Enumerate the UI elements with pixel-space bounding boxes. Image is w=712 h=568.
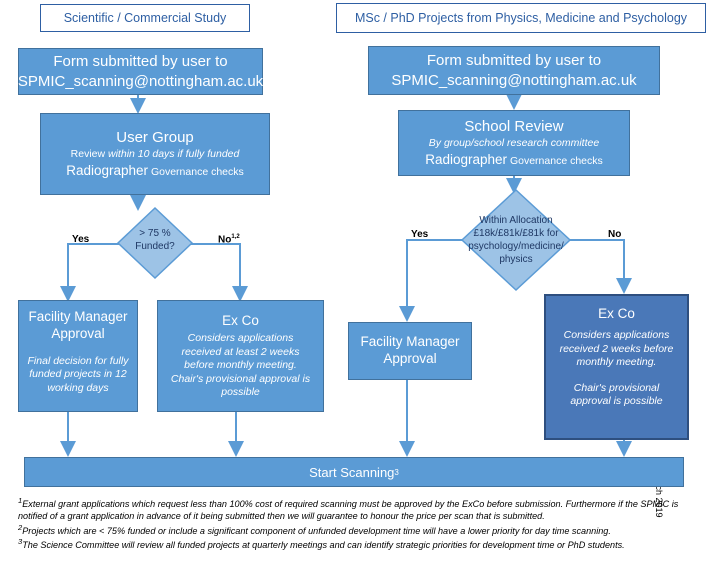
left-review-rest: Governance checks [148,165,244,178]
left-review-a: Review [70,147,109,160]
footnote-3: 3The Science Committee will review all f… [18,537,694,551]
left-review-box: User Group Review within 10 days if full… [40,113,270,195]
footnote-1: 1External grant applications which reque… [18,496,694,523]
decision-diamond-right [460,188,572,292]
right-review-sub: By group/school research committee [428,136,600,149]
left-no-text: No [218,234,232,246]
right-form-line2: SPMIC_scanning@nottingham.ac.uk [391,71,637,89]
right-decision-label: Within Allocation £18k/£81k/£81k for psy… [468,215,564,265]
start-scanning-sup: 3 [394,467,399,477]
footnote-1-text: External grant applications which reques… [18,499,679,522]
footnote-2-sup: 2 [18,522,23,532]
right-exco-text: Considers applications received 2 weeks … [559,328,674,369]
footnote-3-sup: 3 [18,537,23,547]
header-right-label: MSc / PhD Projects from Physics, Medicin… [354,11,688,25]
right-exco-box: Ex Co Considers applications received 2 … [544,294,689,440]
right-facility-box: Facility Manager Approval [348,322,472,380]
left-review-b: within 10 days if fully funded [108,147,240,160]
right-review-box: School Review By group/school research c… [398,110,630,176]
left-no-sup: 1,2 [231,234,240,240]
right-review-bold: Radiographer [425,151,508,167]
left-facility-box: Facility Manager Approval Final decision… [18,300,138,412]
footnote-2: 2Projects which are < 75% funded or incl… [18,523,694,537]
right-no-label: No [608,229,622,240]
left-form-line1: Form submitted by user to [53,53,228,70]
left-form-box: Form submitted by user to SPMIC_scanning… [18,48,263,95]
start-scanning-label: Start Scanning [309,464,395,480]
left-decision-label: > 75 % Funded? [135,228,175,252]
left-review-bold: Radiographer [66,162,149,178]
left-exco-text: Considers applications received at least… [181,331,300,372]
right-form-line1: Form submitted by user to [426,52,602,69]
left-yes-label: Yes [72,234,90,245]
footnote-1-sup: 1 [18,496,23,505]
footnote-2-text: Projects which are < 75% funded or inclu… [22,525,611,536]
header-left: Scientific / Commercial Study [40,4,250,32]
left-form-line2: SPMIC_scanning@nottingham.ac.uk [17,72,264,90]
header-left-label: Scientific / Commercial Study [63,11,227,25]
right-yes-label: Yes [411,229,429,240]
header-right: MSc / PhD Projects from Physics, Medicin… [336,3,706,33]
right-exco-title: Ex Co [598,306,635,321]
right-review-rest: Governance checks [507,154,603,167]
footnotes: 1External grant applications which reque… [18,496,694,552]
left-facility-text: Final decision for fully funded projects… [27,354,129,395]
footnote-3-text: The Science Committee will review all fu… [22,540,625,551]
right-form-box: Form submitted by user to SPMIC_scanning… [368,46,660,95]
right-exco-text2: Chair's provisional approval is possible [570,381,663,408]
left-review-title: User Group [116,129,194,147]
right-facility-title: Facility Manager Approval [360,334,460,366]
left-exco-box: Ex Co Considers applications received at… [157,300,324,412]
left-facility-title: Facility Manager Approval [28,309,128,341]
decision-diamond-left [116,206,194,280]
left-no-label: No1,2 [218,234,240,245]
left-exco-text2: Chair's provisional approval is possible [170,372,311,399]
left-exco-title: Ex Co [222,313,259,328]
right-review-title: School Review [464,118,564,136]
